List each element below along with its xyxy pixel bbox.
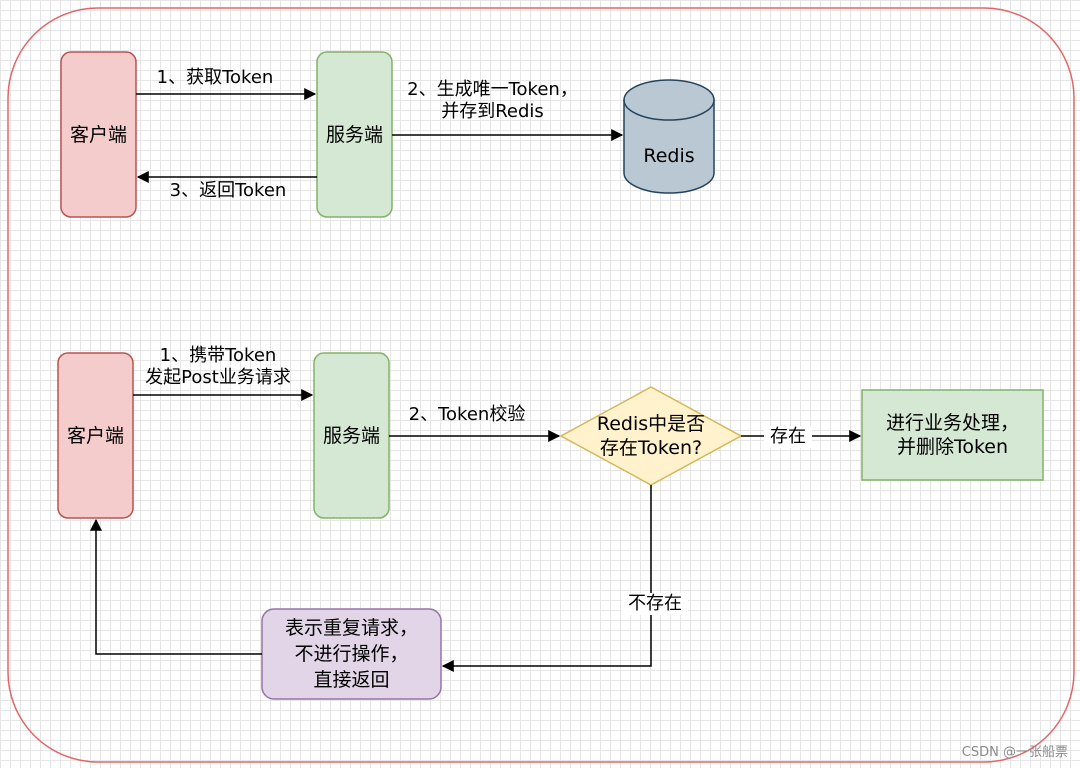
decision-label: Redis中是否 存在Token? [596, 413, 706, 459]
outer-frame [7, 7, 1075, 763]
not-exists-label: 不存在 [622, 593, 688, 615]
bottom-step1-label: 1、携带Token 发起Post业务请求 [145, 345, 291, 388]
bottom-server-label: 服务端 [322, 424, 380, 447]
watermark: CSDN @一张船票 [961, 745, 1068, 760]
top-step1-label: 1、获取Token [156, 67, 274, 88]
top-server-label: 服务端 [325, 123, 383, 146]
top-step3-label: 3、返回Token [169, 180, 287, 201]
process-box [861, 389, 1044, 481]
redis-label: Redis [643, 145, 695, 167]
repeat-request-label: 表示重复请求， 不进行操作， 直接返回 [284, 617, 418, 691]
bottom-edge-return-client [90, 518, 262, 655]
bottom-client-label: 客户端 [66, 424, 124, 447]
bottom-step2-label: 2、Token校验 [408, 404, 526, 425]
top-step2-label: 2、生成唯一Token， 并存到Redis [407, 79, 578, 122]
process-label: 进行业务处理， 并删除Token [885, 412, 1019, 458]
top-client-label: 客户端 [69, 123, 127, 146]
redis-cylinder [623, 79, 715, 194]
bottom-client-box [57, 352, 134, 519]
exists-label: 存在 [764, 426, 812, 448]
top-client-box [60, 51, 137, 218]
bottom-edge-not-exists [441, 485, 652, 672]
